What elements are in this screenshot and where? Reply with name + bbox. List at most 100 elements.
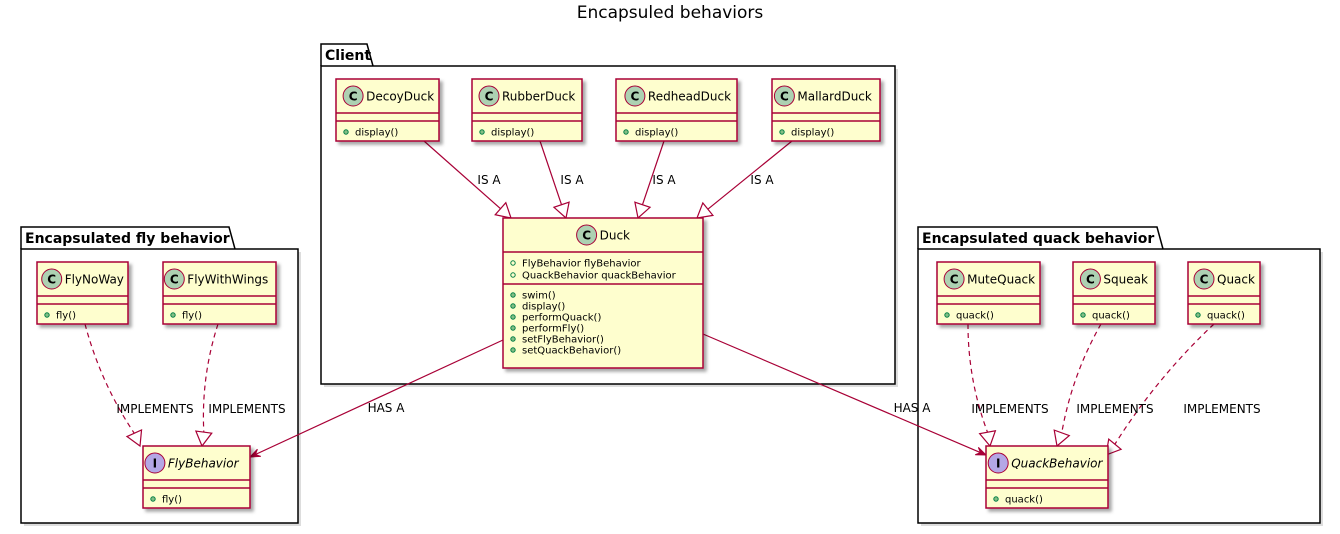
- class-icon: C: [1079, 268, 1101, 290]
- method-text: quack(): [1005, 495, 1043, 506]
- svg-text:C: C: [47, 273, 56, 287]
- relation-label: IMPLEMENTS: [1076, 402, 1153, 416]
- relation-label: HAS A: [368, 401, 406, 415]
- field-text: QuackBehavior quackBehavior: [522, 271, 677, 282]
- class-name: FlyWithWings: [187, 273, 268, 287]
- relation-label: IS A: [560, 173, 584, 187]
- method-text: display(): [522, 302, 565, 313]
- method-row: performQuack(): [510, 313, 601, 324]
- method-text: swim(): [522, 291, 556, 302]
- class-name: MallardDuck: [797, 90, 872, 104]
- field-row: QuackBehavior quackBehavior: [510, 271, 677, 282]
- class-mallard-duck[interactable]: C MallardDuck display(): [771, 78, 881, 142]
- edges-layer: [84, 140, 1215, 458]
- class-redhead-duck[interactable]: C RedheadDuck display(): [615, 78, 738, 142]
- relation-mute-quack-to-quack-behavior: [967, 323, 997, 448]
- svg-text:C: C: [485, 90, 494, 104]
- package-label: Client: [325, 48, 371, 64]
- class-fly-behavior[interactable]: I FlyBehavior fly(): [142, 445, 251, 509]
- class-icon: C: [576, 224, 598, 246]
- package-label: Encapsulated quack behavior: [922, 231, 1154, 247]
- method-text: display(): [791, 128, 834, 139]
- class-name: Quack: [1217, 273, 1255, 287]
- svg-text:I: I: [153, 457, 157, 471]
- method-text: quack(): [1207, 311, 1245, 322]
- field-text: FlyBehavior flyBehavior: [522, 259, 642, 270]
- class-icon: C: [342, 85, 364, 107]
- class-name: Squeak: [1103, 273, 1148, 287]
- relation-label: IMPLEMENTS: [1183, 402, 1260, 416]
- class-icon: C: [41, 268, 63, 290]
- class-rubber-duck[interactable]: C RubberDuck display(): [471, 78, 583, 142]
- field-row: FlyBehavior flyBehavior: [510, 259, 642, 270]
- method-text: quack(): [1092, 311, 1130, 322]
- class-name: MuteQuack: [967, 273, 1035, 287]
- class-icon: C: [624, 85, 646, 107]
- svg-text:C: C: [630, 90, 639, 104]
- relation-label: IS A: [652, 173, 676, 187]
- svg-text:I: I: [996, 457, 1000, 471]
- package-label: Encapsulated fly behavior: [25, 231, 230, 247]
- method-row: fly(): [44, 311, 76, 322]
- svg-text:C: C: [349, 90, 358, 104]
- method-row: setQuackBehavior(): [510, 346, 621, 357]
- class-decoy-duck[interactable]: C DecoyDuck display(): [335, 78, 440, 142]
- relation-label: IS A: [750, 173, 774, 187]
- relation-rubber-duck-to-duck: [539, 140, 570, 220]
- class-name: QuackBehavior: [1011, 457, 1103, 471]
- method-text: performQuack(): [522, 313, 601, 324]
- class-name: FlyBehavior: [168, 457, 240, 471]
- method-text: fly(): [162, 495, 182, 506]
- class-name: RedheadDuck: [648, 90, 731, 104]
- relation-redhead-duck-to-duck: [634, 140, 665, 220]
- svg-text:C: C: [950, 273, 959, 287]
- relation-duck-to-fly-behavior: [248, 339, 504, 458]
- relation-fly-no-way-to-fly-behavior: [84, 323, 143, 448]
- class-mute-quack[interactable]: C MuteQuack quack(): [936, 261, 1041, 325]
- method-row: display(): [623, 128, 678, 139]
- method-row: quack(): [993, 495, 1043, 506]
- class-quack-behavior[interactable]: I QuackBehavior quack(): [985, 445, 1109, 509]
- class-quack[interactable]: C Quack quack(): [1187, 261, 1261, 325]
- method-text: fly(): [56, 311, 76, 322]
- method-row: display(): [479, 128, 534, 139]
- method-row: display(): [510, 302, 565, 313]
- class-fly-with-wings[interactable]: C FlyWithWings fly(): [162, 261, 277, 325]
- class-name: FlyNoWay: [65, 273, 124, 287]
- class-icon: C: [773, 85, 795, 107]
- method-row: fly(): [170, 311, 202, 322]
- relation-label: HAS A: [894, 401, 932, 415]
- relation-label: IMPLEMENTS: [208, 402, 285, 416]
- relation-duck-to-quack-behavior: [702, 333, 988, 456]
- class-name: RubberDuck: [502, 90, 575, 104]
- class-icon: C: [1193, 268, 1215, 290]
- method-row: display(): [779, 128, 834, 139]
- method-row: fly(): [150, 495, 182, 506]
- svg-text:C: C: [780, 90, 789, 104]
- method-row: performFly(): [510, 324, 584, 335]
- method-text: display(): [491, 128, 534, 139]
- method-row: swim(): [510, 291, 556, 302]
- class-fly-no-way[interactable]: C FlyNoWay fly(): [36, 261, 129, 325]
- svg-text:C: C: [170, 273, 179, 287]
- relation-label: IS A: [477, 173, 501, 187]
- relation-decoy-duck-to-duck: [423, 140, 512, 219]
- relation-mallard-duck-to-duck: [696, 140, 793, 219]
- method-row: quack(): [1080, 311, 1130, 322]
- method-row: quack(): [1195, 311, 1245, 322]
- diagram-title: Encapsuled behaviors: [577, 3, 764, 23]
- method-text: display(): [635, 128, 678, 139]
- method-text: performFly(): [522, 324, 584, 335]
- svg-text:C: C: [1200, 273, 1209, 287]
- relation-squeak-to-quack-behavior: [1053, 323, 1102, 448]
- method-row: quack(): [944, 311, 994, 322]
- method-text: quack(): [956, 311, 994, 322]
- edge-labels-layer: IS A IS A IS A IS A HAS A HAS A IMPLEMENTS IMPL…: [116, 173, 1260, 416]
- class-name: DecoyDuck: [366, 90, 434, 104]
- svg-text:C: C: [582, 229, 591, 243]
- method-text: display(): [355, 128, 398, 139]
